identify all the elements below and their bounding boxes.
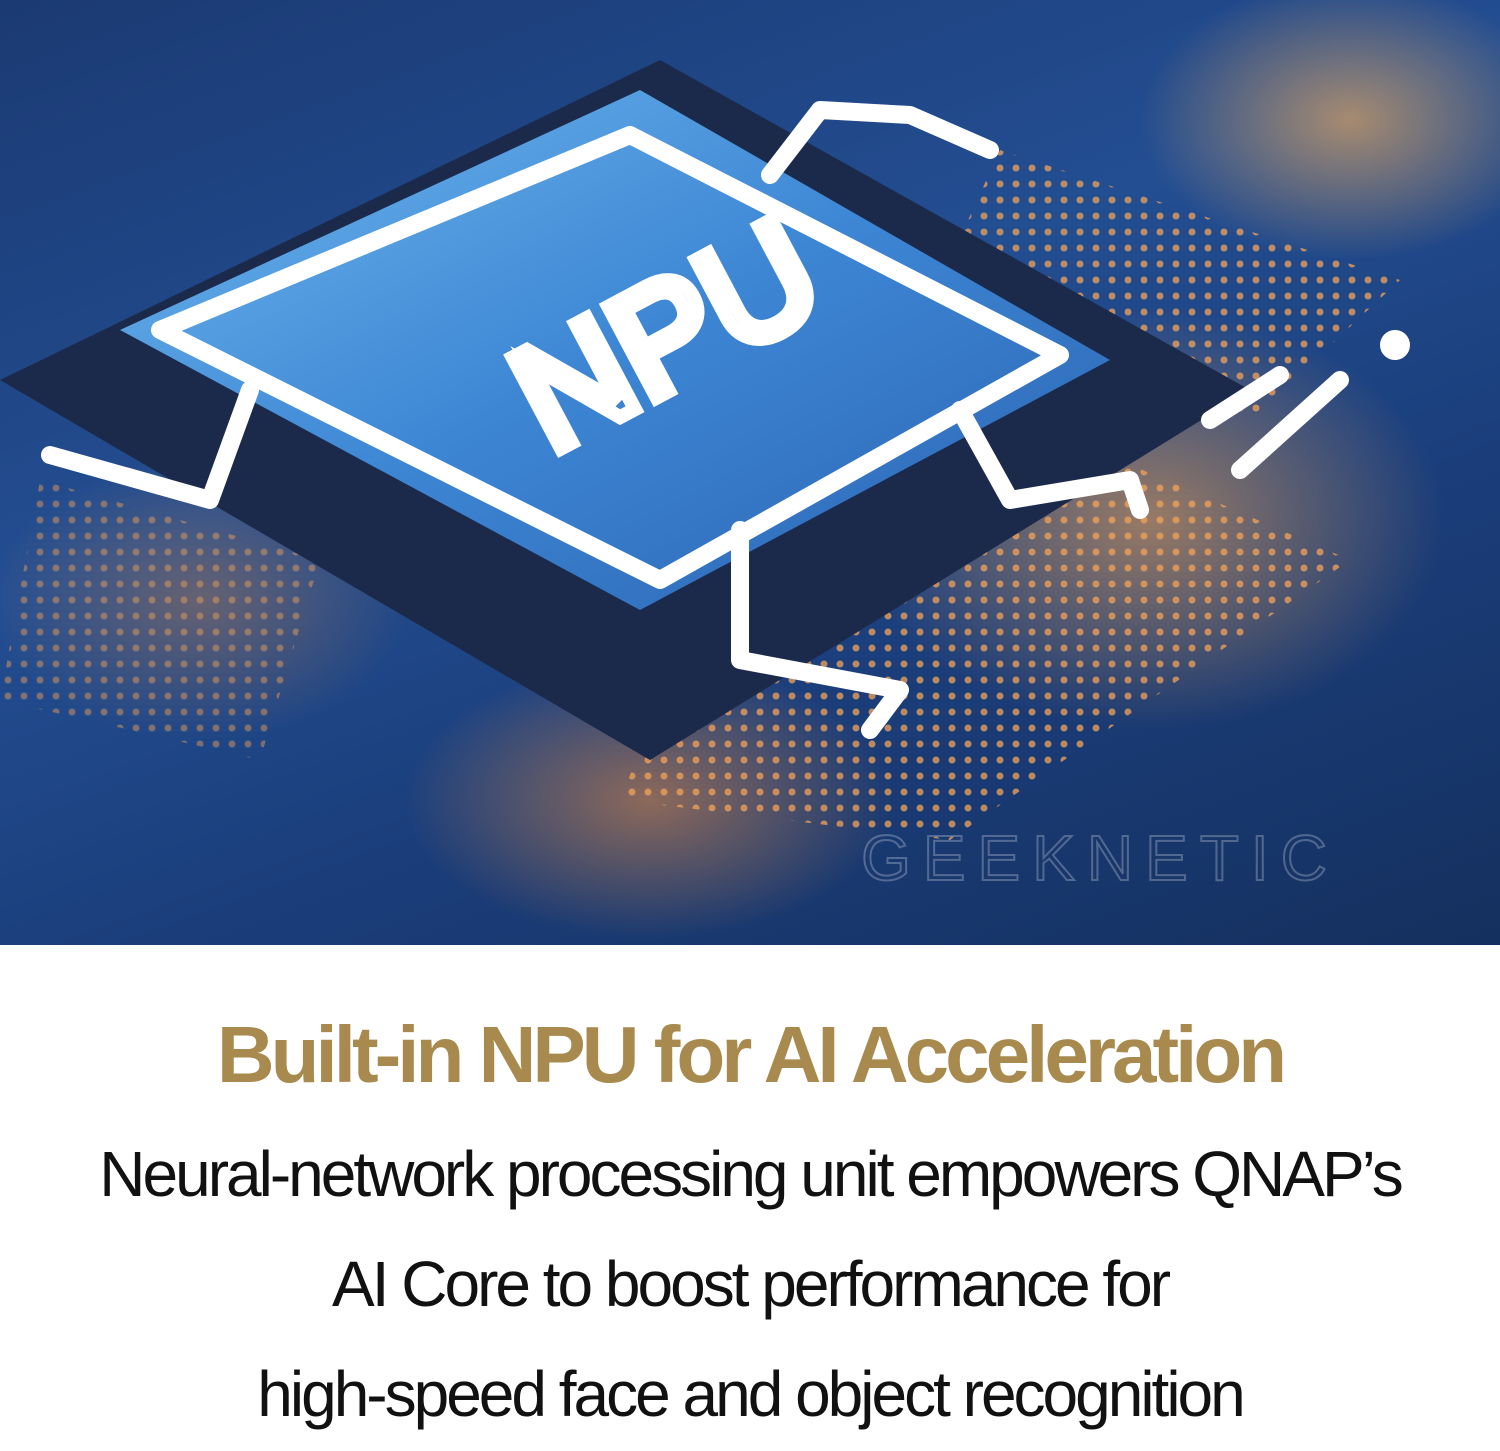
caption-block: Built-in NPU for AI Acceleration Neural-… [10, 995, 1490, 1449]
description-line: high-speed face and object recognition [10, 1339, 1490, 1449]
description-text: high-speed face and object recognition [257, 1358, 1245, 1430]
chip-outline [41, 101, 1410, 739]
headline: Built-in NPU for AI Acceleration [10, 995, 1490, 1115]
description-text: Neural-network processing unit empowers … [99, 1138, 1403, 1210]
watermark: GEEKNETIC [861, 822, 1339, 894]
description-line: AI Core to boost performance for [10, 1229, 1490, 1339]
chip-illustration: NPU GEEKNETIC [0, 60, 1410, 894]
headline-text: Built-in NPU for AI Acceleration [216, 1010, 1287, 1099]
description-line: Neural-network processing unit empowers … [10, 1119, 1490, 1229]
npu-chip-image: NPU GEEKNETIC [0, 0, 1500, 945]
solder-dots [0, 150, 1400, 840]
description-text: AI Core to boost performance for [332, 1248, 1171, 1320]
chip-top [120, 90, 1110, 610]
